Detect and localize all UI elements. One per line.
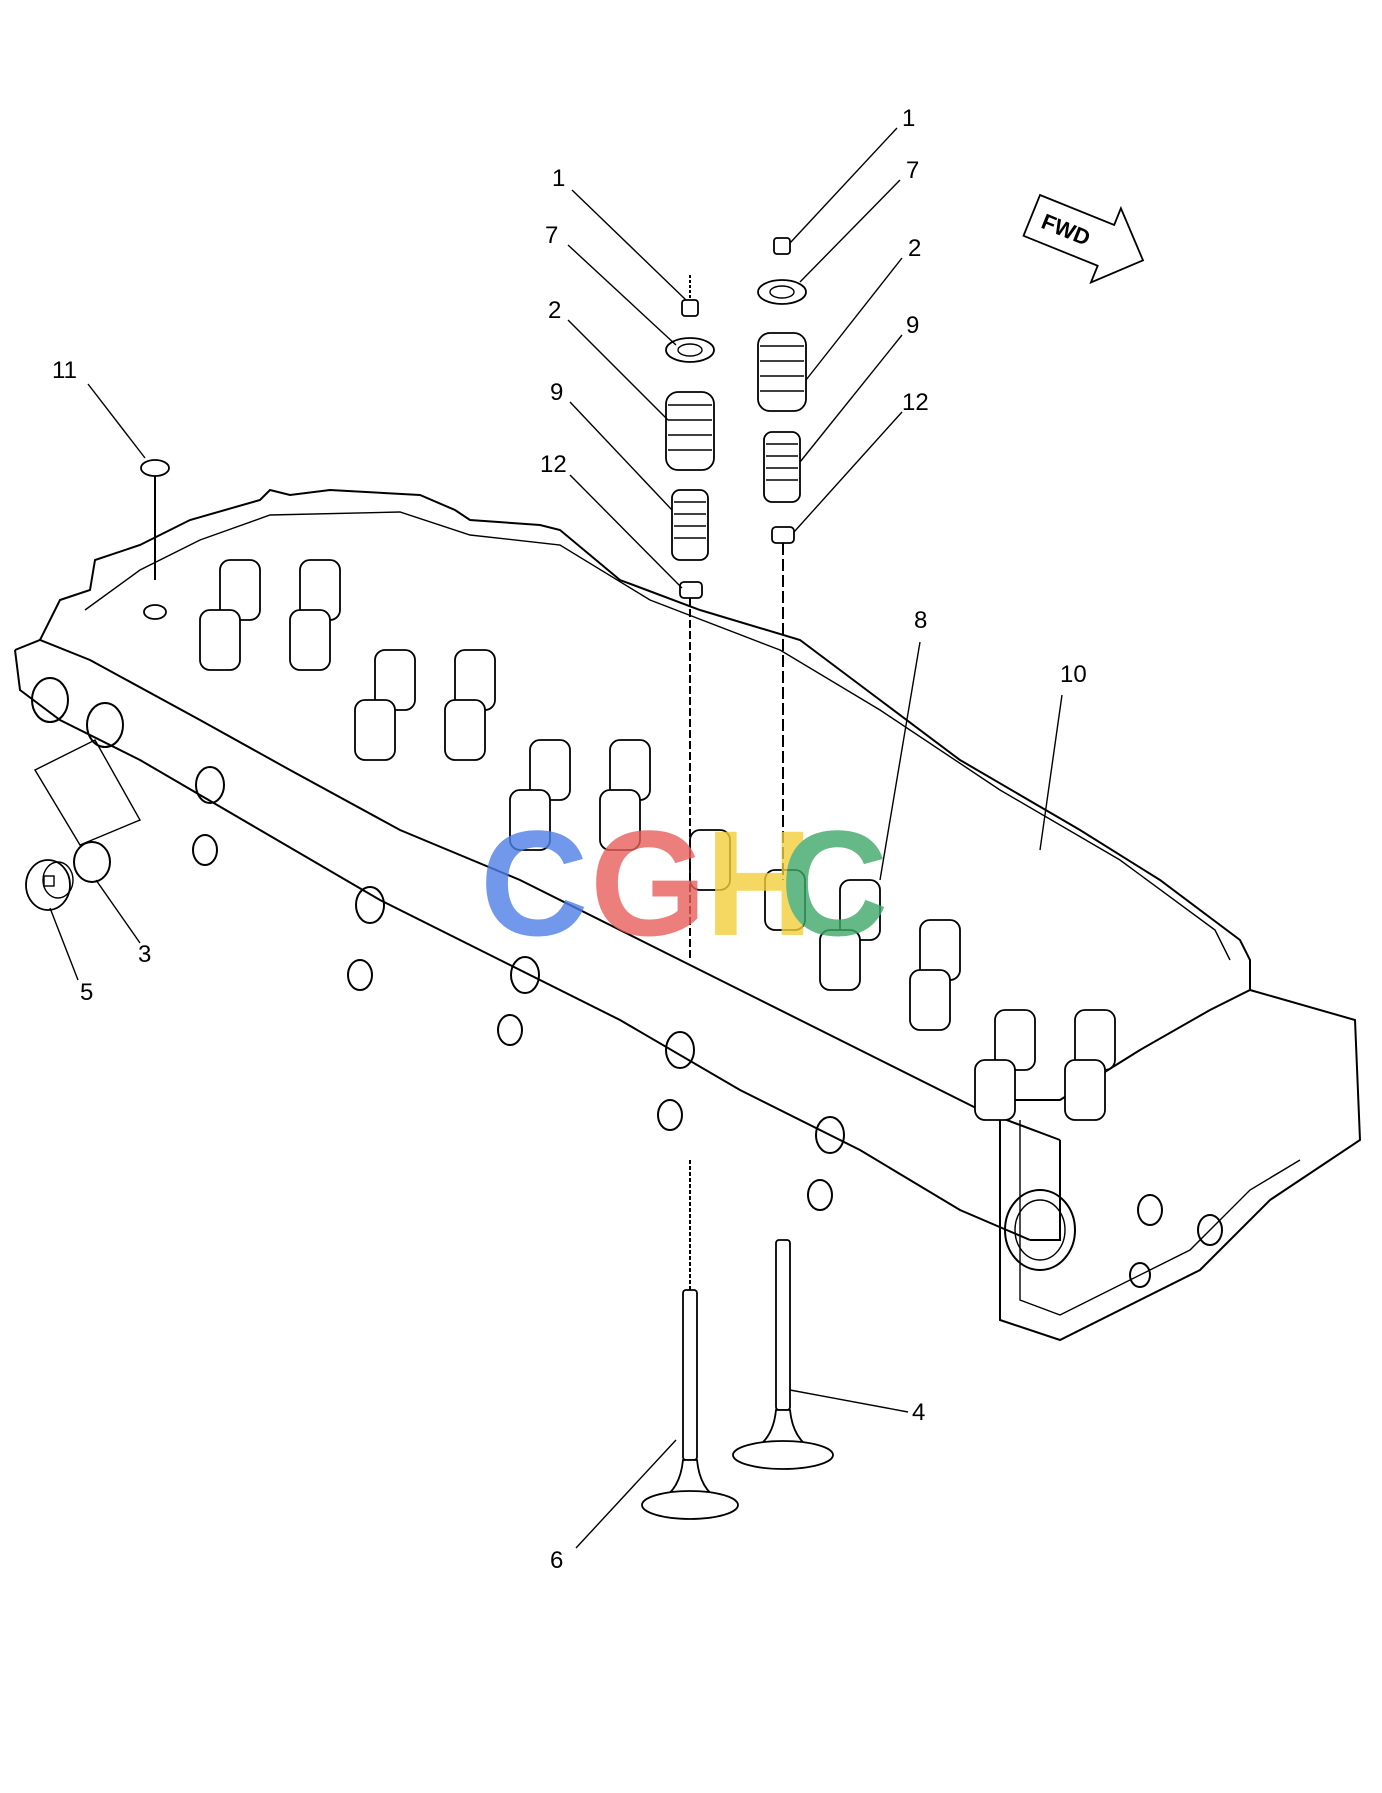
spring-pair: [1064, 1009, 1116, 1121]
callout-2-right: 2: [908, 235, 921, 262]
callout-8: 8: [914, 607, 927, 634]
spring-pair: [199, 559, 261, 671]
callout-7-right: 7: [906, 157, 919, 184]
o-ring-3: [73, 841, 111, 883]
watermark-logo: C G H C: [480, 799, 888, 967]
callout-6: 6: [550, 1547, 563, 1574]
callout-3: 3: [138, 941, 151, 968]
callout-5: 5: [80, 979, 93, 1006]
exhaust-valve-6: [641, 1289, 739, 1520]
spring-pair: [599, 739, 651, 851]
spring-pair: [509, 739, 571, 851]
valve-seal-12b: [771, 526, 795, 544]
o-ring-11: [140, 459, 170, 620]
outer-spring-2a: [665, 391, 715, 471]
callout-1-left: 1: [552, 165, 565, 192]
retainer-7b: [757, 279, 807, 305]
cylinder-head-body: [14, 488, 1362, 1342]
svg-text:C: C: [480, 799, 588, 967]
callout-12-left: 12: [540, 451, 567, 478]
callout-12-right: 12: [902, 389, 929, 416]
callout-1-right: 1: [902, 105, 915, 132]
intake-valve-4: [732, 1239, 834, 1470]
callout-11: 11: [52, 357, 77, 384]
valve-keeper-1a: [681, 299, 699, 317]
spring-pair: [819, 879, 881, 991]
spring-pair: [289, 559, 341, 671]
leader-lines: [49, 127, 1063, 1549]
callout-4: 4: [912, 1399, 925, 1426]
valve-stack-left: [665, 275, 715, 1290]
plug-5: [25, 859, 74, 911]
inner-spring-9a: [671, 489, 709, 561]
outer-spring-2b: [757, 332, 807, 412]
valve-stack-right: [757, 237, 807, 880]
valve-spring-clusters: [199, 559, 1116, 1121]
fwd-arrow-icon: FWD: [1022, 193, 1145, 285]
spring-pair: [909, 919, 961, 1031]
spring-pair: [354, 649, 416, 761]
callout-10: 10: [1060, 661, 1087, 688]
inner-spring-9b: [763, 431, 801, 503]
retainer-7a: [665, 337, 715, 363]
spring-pair: [689, 829, 806, 931]
callout-9-right: 9: [906, 312, 919, 339]
svg-text:G: G: [590, 799, 707, 967]
callout-7-left: 7: [545, 222, 558, 249]
svg-text:C: C: [780, 799, 888, 967]
callout-9-left: 9: [550, 379, 563, 406]
svg-text:H: H: [705, 799, 813, 967]
valve-keeper-1b: [773, 237, 791, 255]
callout-labels: 1 7 2 9 12 1 7 2 9 12 11 8 10 3 5 4 6: [52, 105, 1087, 1574]
callout-2-left: 2: [548, 297, 561, 324]
spring-pair: [974, 1009, 1036, 1121]
spring-pair: [444, 649, 496, 761]
valve-seal-12a: [679, 581, 703, 599]
